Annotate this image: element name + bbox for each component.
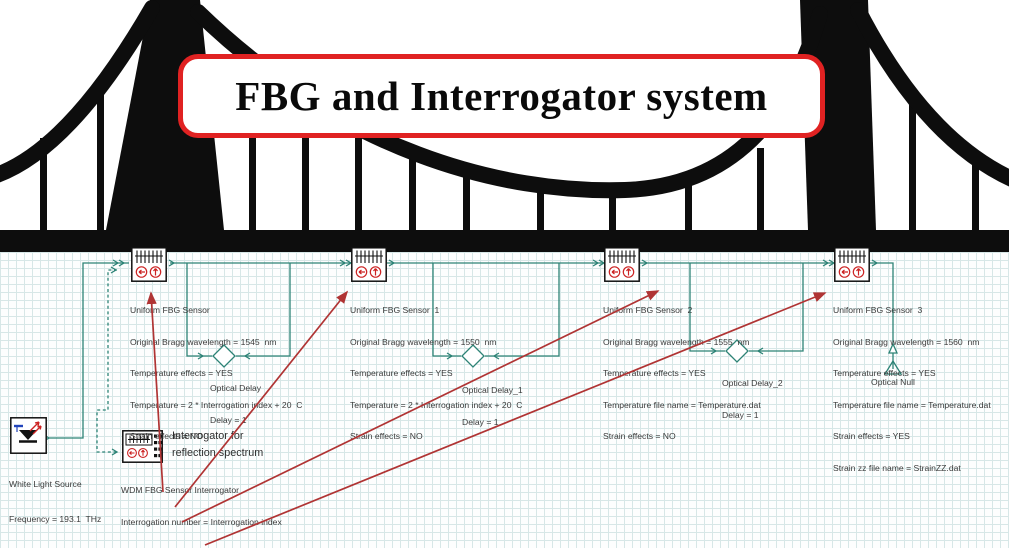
sensor-3-name: Uniform FBG Sensor 3 xyxy=(833,305,923,315)
uniform-fbg-sensor-3-icon[interactable] xyxy=(834,247,870,282)
optical-null-icon[interactable] xyxy=(883,342,903,375)
sensor-3-label: Uniform FBG Sensor 3 Original Bragg wave… xyxy=(833,305,991,473)
optical-delay-2-icon[interactable] xyxy=(725,339,749,363)
optical-delay-0-icon[interactable] xyxy=(212,344,236,368)
optical-delay-1-icon[interactable] xyxy=(461,344,485,368)
optical-delay-1-label: Optical Delay_1 Delay = 1 xyxy=(462,385,523,427)
diagram-title: FBG and Interrogator system xyxy=(235,73,768,119)
white-light-source-label: White Light Source Frequency = 193.1 THz… xyxy=(9,479,102,524)
sensor-1-name: Uniform FBG Sensor 1 xyxy=(350,305,440,315)
uniform-fbg-sensor-2-icon[interactable] xyxy=(604,247,640,282)
uniform-fbg-sensor-0-icon[interactable] xyxy=(131,247,167,282)
interrogator-name: WDM FBG Sensor Interrogator xyxy=(121,485,239,495)
diagram-title-box: FBG and Interrogator system xyxy=(178,54,825,138)
uniform-fbg-sensor-1-icon[interactable] xyxy=(351,247,387,282)
optical-delay-2-label: Optical Delay_2 Delay = 1 xyxy=(722,378,783,420)
interrogator-label: WDM FBG Sensor Interrogator Interrogatio… xyxy=(121,485,282,527)
sensor-0-name: Uniform FBG Sensor xyxy=(130,305,210,315)
sensor-1-label: Uniform FBG Sensor 1 Original Bragg wave… xyxy=(350,305,523,441)
sensor-0-label: Uniform FBG Sensor Original Bragg wavele… xyxy=(130,305,303,441)
suspension-bridge-image xyxy=(0,0,1009,252)
arrow-to-sensor-2 xyxy=(181,290,660,523)
white-light-source-icon[interactable] xyxy=(10,417,47,454)
interrogator-annotation: Interrogator for reflection spectrum xyxy=(172,430,264,459)
arrow-to-sensor-3 xyxy=(204,292,827,546)
layout-grid-background xyxy=(0,252,1009,548)
arrow-to-sensor-1 xyxy=(174,290,349,508)
arrow-to-sensor-0 xyxy=(146,291,164,493)
optical-null-label: Optical Null xyxy=(871,377,915,387)
